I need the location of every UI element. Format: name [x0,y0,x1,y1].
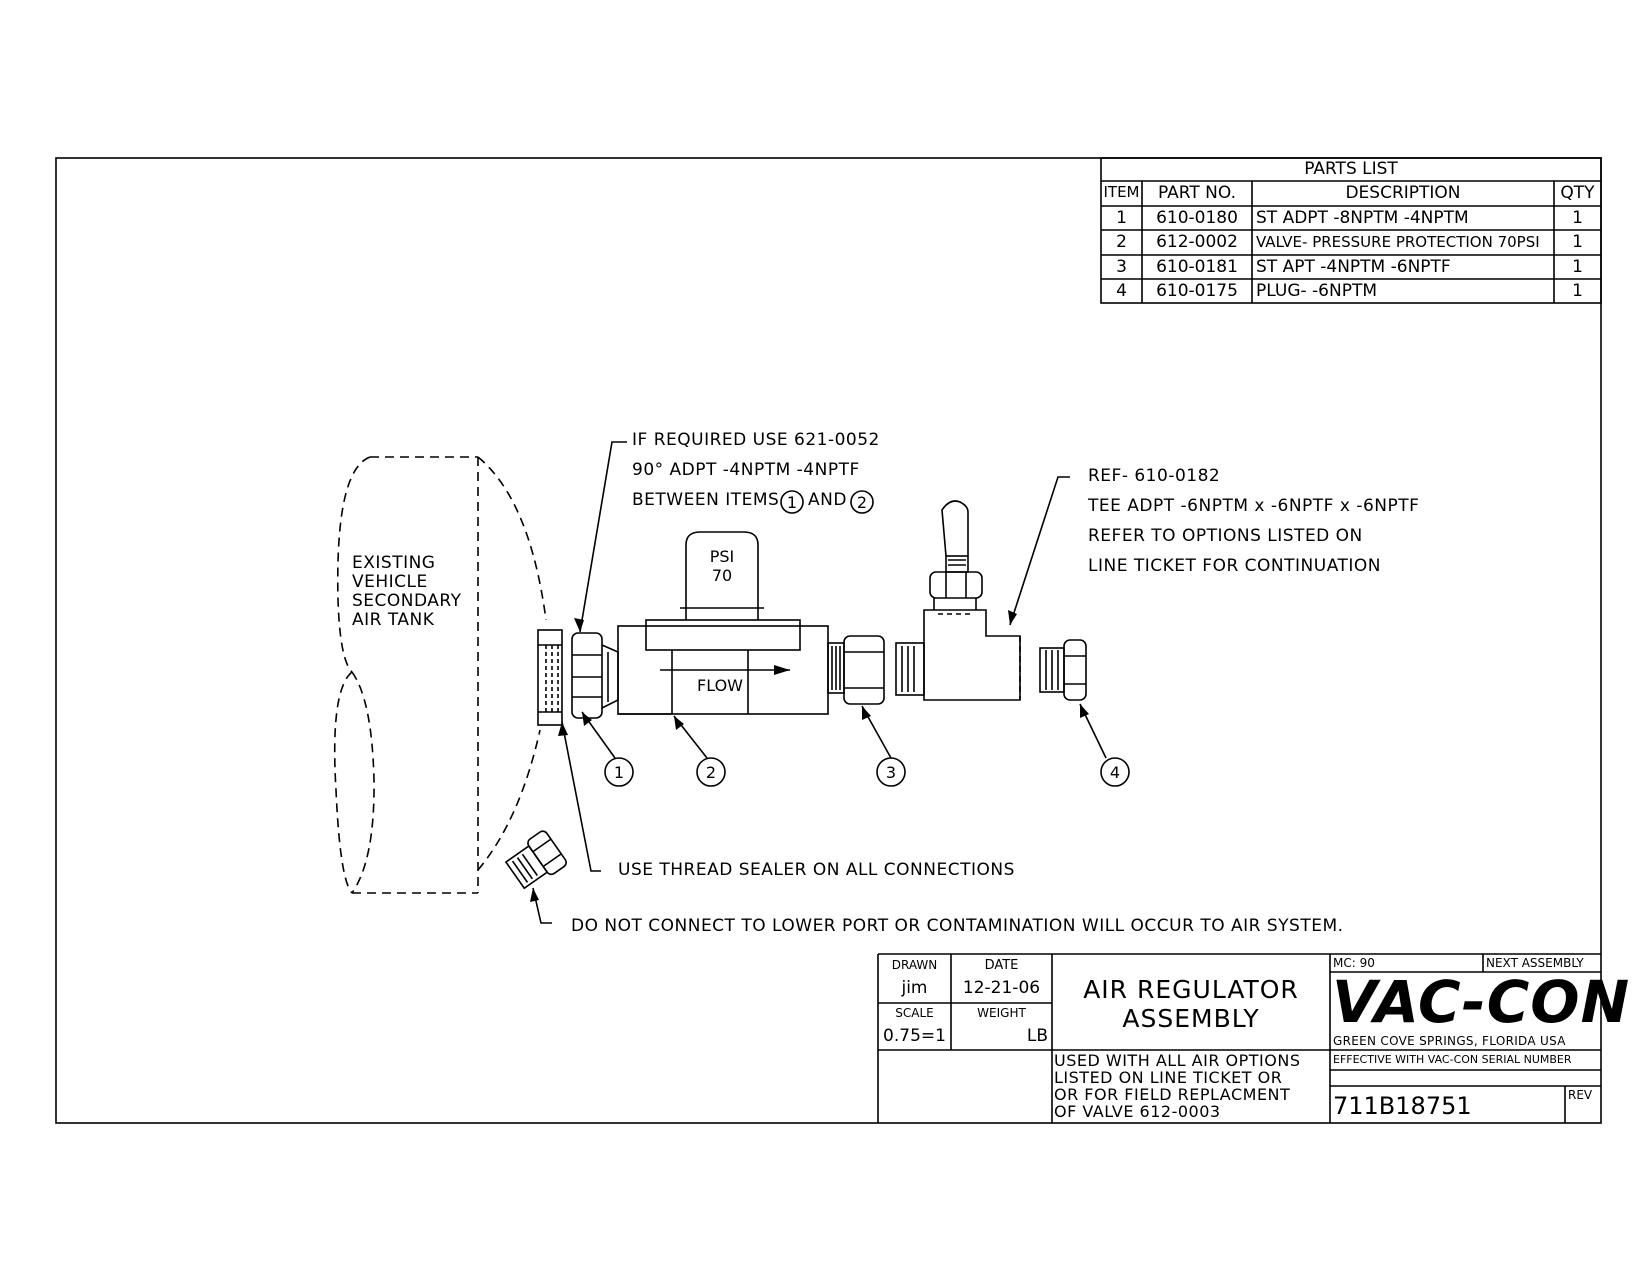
balloon-2 [696,757,726,787]
parts-list-grid [1100,157,1602,304]
usage-line-2: LISTED ON LINE TICKET OR [1054,1068,1283,1087]
drawing-title-line-2: ASSEMBLY [1122,1004,1260,1033]
leader-arrowheads [530,610,1089,902]
balloon-4 [1100,757,1130,787]
tank-label-3: SECONDARY [352,591,462,611]
note-do-not-connect: DO NOT CONNECT TO LOWER PORT OR CONTAMIN… [571,916,1344,936]
drawing-number: 711B18751 [1333,1092,1472,1120]
scale-label: SCALE [895,1006,934,1020]
balloon-2-label: 2 [706,763,716,782]
parts-row-3-description: ST APT -4NPTM -6NPTF [1256,257,1451,277]
parts-list-title: PARTS LIST [1304,159,1398,179]
parts-row-4-part-no: 610-0175 [1156,281,1238,301]
parts-row-1-part-no: 610-0180 [1156,208,1238,228]
date-value: 12-21-06 [962,978,1041,998]
next-assembly-label: NEXT ASSEMBLY [1486,956,1584,970]
parts-list-header-qty: QTY [1560,183,1595,203]
inline-balloon-1 [780,490,804,514]
inline-balloon-1-label: 1 [787,493,797,512]
weight-label: WEIGHT [977,1006,1026,1020]
inline-balloon-2 [850,490,874,514]
parts-row-3-part-no: 610-0181 [1156,257,1238,277]
tank-label-2: VEHICLE [352,572,428,592]
tee-adapter [895,500,1021,701]
balloon-3 [876,757,906,787]
parts-list-header-description: DESCRIPTION [1345,183,1461,203]
item-3-fitting [827,635,885,705]
parts-list-header-item: ITEM [1103,183,1140,201]
lower-port-plug [504,830,567,890]
note-if-required-line-3: BETWEEN ITEMS [632,490,780,510]
effective-label: EFFECTIVE WITH VAC-CON SERIAL NUMBER [1333,1053,1572,1066]
parts-row-3-item: 3 [1116,257,1127,277]
mc-number: MC: 90 [1333,956,1375,970]
parts-row-1-description: ST ADPT -8NPTM -4NPTM [1256,208,1469,228]
parts-row-1-item: 1 [1116,208,1127,228]
note-if-required-line-2: 90° ADPT -4NPTM -4NPTF [632,460,860,480]
parts-row-1-qty: 1 [1572,208,1583,228]
note-ref-line-4: LINE TICKET FOR CONTINUATION [1088,556,1381,576]
parts-row-2-qty: 1 [1572,232,1583,252]
parts-row-2-part-no: 612-0002 [1156,232,1238,252]
parts-row-4-description: PLUG- -6NPTM [1256,281,1378,301]
parts-row-3-qty: 1 [1572,257,1583,277]
gauge-label-psi: PSI [709,547,735,566]
date-label: DATE [984,958,1019,973]
tank-label-1: EXISTING [352,553,436,573]
item-4-plug [1039,639,1087,701]
parts-row-2-description: VALVE- PRESSURE PROTECTION 70PSI [1256,233,1540,251]
sheet-border [55,157,1602,1124]
gauge-label-70: 70 [711,566,733,585]
usage-line-1: USED WITH ALL AIR OPTIONS [1054,1051,1301,1070]
air-tank [333,456,547,894]
location-text: GREEN COVE SPRINGS, FLORIDA USA [1333,1034,1566,1048]
balloon-1 [604,757,634,787]
balloon-3-label: 3 [886,763,896,782]
note-ref-line-2: TEE ADPT -6NPTM x -6NPTF x -6NPTF [1088,496,1420,516]
tank-bung [537,629,563,726]
title-block-grid [877,953,1601,1123]
drawn-label: DRAWN [891,958,938,972]
note-ref-line-3: REFER TO OPTIONS LISTED ON [1088,526,1363,546]
scale-value: 0.75=1 [883,1026,946,1046]
tank-label-4: AIR TANK [352,610,435,630]
parts-row-2-item: 2 [1116,232,1127,252]
usage-line-4: OF VALVE 612-0003 [1054,1102,1221,1121]
rev-label: REV [1568,1088,1593,1102]
usage-line-3: OR FOR FIELD REPLACMENT [1054,1085,1291,1104]
vac-con-logo: VAC-CON [1332,968,1631,1036]
note-thread-sealer: USE THREAD SEALER ON ALL CONNECTIONS [618,860,1015,880]
drawing-title-line-1: AIR REGULATOR [1083,975,1299,1004]
balloon-1-label: 1 [614,763,624,782]
weight-value: LB [1026,1026,1048,1046]
flow-label: FLOW [697,676,743,695]
parts-row-4-qty: 1 [1572,281,1583,301]
inline-balloon-2-label: 2 [857,493,867,512]
item-2-valve [617,531,829,715]
note-ref-line-1: REF- 610-0182 [1088,466,1221,486]
item-1-fitting [571,632,619,719]
drawn-value: jim [901,978,928,998]
parts-row-4-item: 4 [1116,281,1127,301]
note-if-required-and: AND [808,490,847,510]
balloon-4-label: 4 [1110,763,1120,782]
parts-list-header-part-no: PART NO. [1158,183,1236,203]
note-if-required-line-1: IF REQUIRED USE 621-0052 [632,430,880,450]
flow-arrow-head [774,665,790,675]
